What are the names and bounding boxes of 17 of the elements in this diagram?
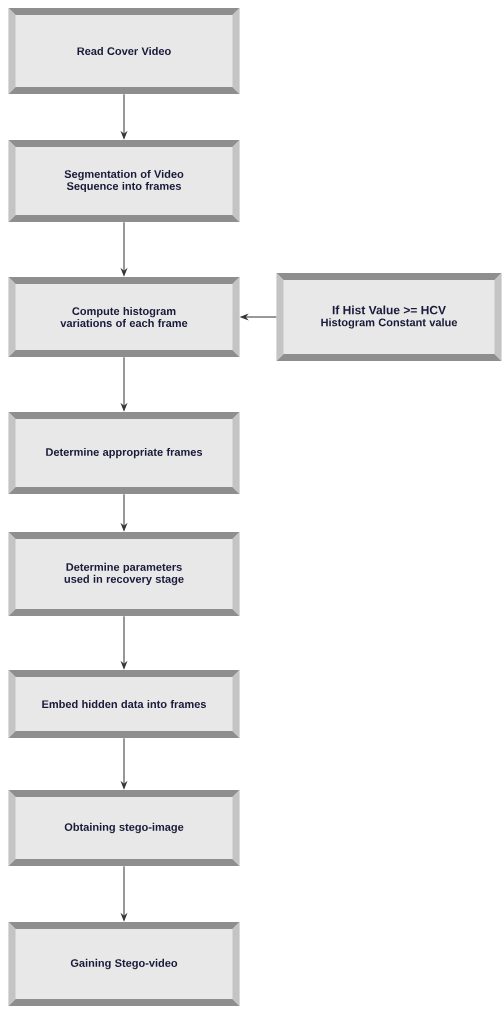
arrow [121, 865, 127, 921]
process-box: If Hist Value >= HCV Histogram Constant value [276, 273, 502, 361]
process-box: Gaining Stego-video [8, 922, 240, 1006]
process-box: Obtaining stego-image [8, 790, 240, 866]
arrow [121, 93, 127, 139]
arrow [121, 615, 127, 669]
process-box: Compute histogram variations of each frame [8, 277, 240, 357]
process-box: Determine appropriate frames [8, 412, 240, 494]
arrow [240, 314, 277, 320]
arrow [121, 737, 127, 789]
process-box: Embed hidden data into frames [8, 670, 240, 738]
process-box: Determine parameters used in recovery stage [8, 532, 240, 616]
arrow [121, 356, 127, 411]
process-box: Read Cover Video [8, 8, 240, 94]
arrow [121, 493, 127, 531]
process-box: Segmentation of Video Sequence into frames [8, 140, 240, 222]
arrow [121, 221, 127, 276]
